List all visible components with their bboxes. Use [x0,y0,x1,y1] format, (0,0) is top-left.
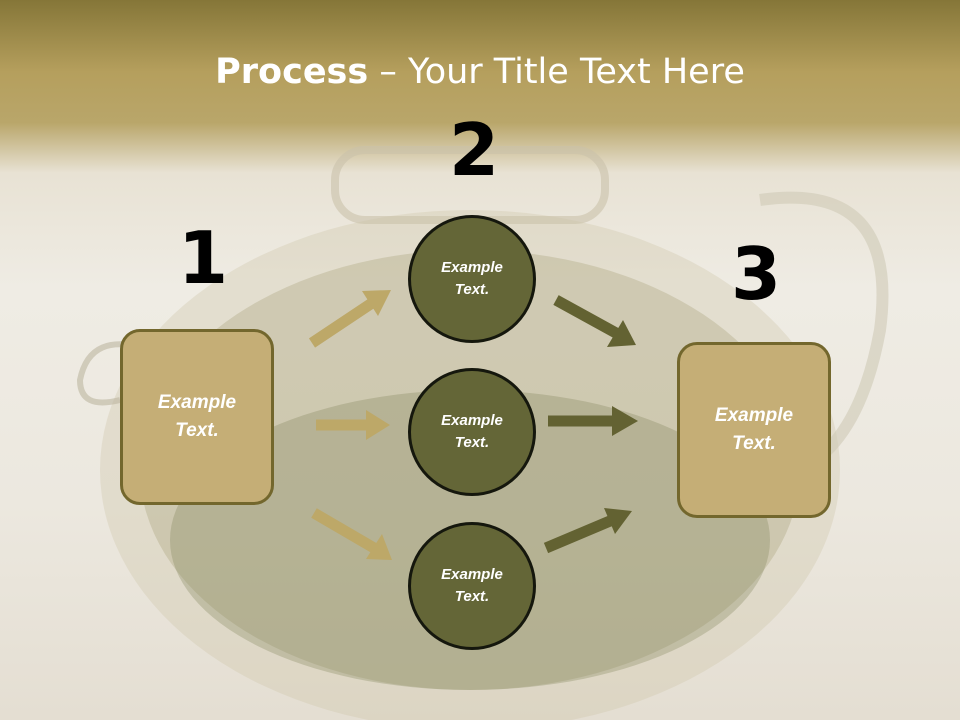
right-box-text: Example Text. [714,404,794,455]
title-bold: Process [215,52,369,92]
arrow-left-to-middle [316,410,390,440]
arrow-left-to-top [308,290,391,348]
arrow-left-to-bottom [311,508,392,560]
arrow-middle-to-right [548,406,638,436]
bottom-circle: Example Text. [408,522,536,650]
step-number-2: 2 [449,108,500,192]
left-box: Example Text. [120,329,274,505]
right-box: Example Text. [677,342,831,518]
top-circle: Example Text. [408,215,536,343]
middle-circle-text: Example Text. [441,411,503,452]
slide-title: Process – Your Title Text Here [0,52,960,92]
top-circle-text: Example Text. [441,258,503,299]
middle-circle: Example Text. [408,368,536,496]
step-number-1: 1 [178,216,229,300]
left-box-text: Example Text. [157,391,237,442]
arrow-top-to-right [553,295,636,347]
title-rest: – Your Title Text Here [368,52,745,92]
step-number-3: 3 [731,232,782,316]
bottom-circle-text: Example Text. [441,565,503,606]
arrow-bottom-to-right [543,508,632,554]
